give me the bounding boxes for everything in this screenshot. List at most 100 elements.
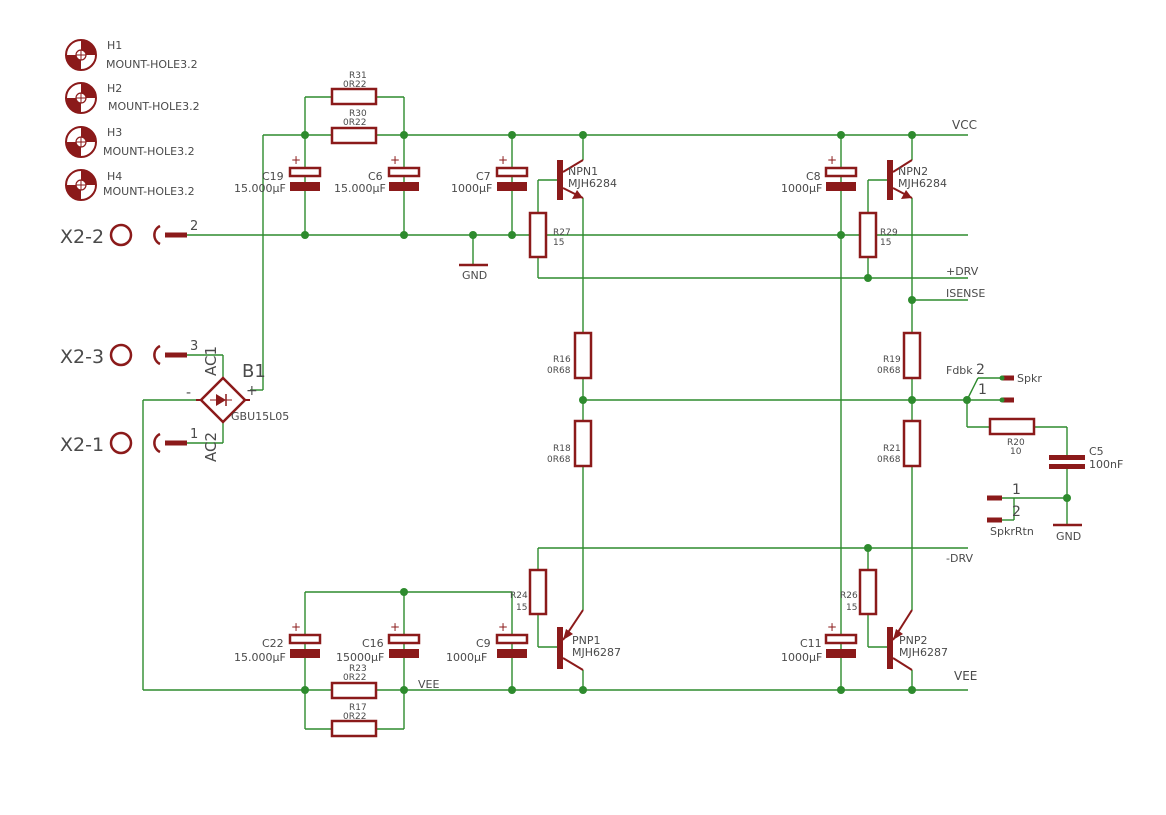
net-labels: VCC +DRV ISENSE -DRV VEE VEE: [418, 118, 985, 691]
net-isense: ISENSE: [946, 287, 985, 300]
b1-plus: +: [246, 383, 258, 399]
spkr-rtn-label: SpkrRtn: [990, 525, 1034, 538]
resistor-r21: R21 0R68: [877, 419, 922, 468]
resistor-r16: R16 0R68: [547, 331, 593, 380]
c11-ref: C11: [800, 637, 822, 650]
r23-value: 0R22: [343, 673, 366, 683]
connector-x2-1: X2-1 1: [60, 427, 198, 456]
capacitor-c19: + C19 15.000µF: [234, 153, 322, 195]
resistor-r24: R24 15: [510, 568, 548, 616]
c8-plus: +: [827, 153, 837, 167]
resistor-r18: R18 0R68: [547, 419, 593, 468]
capacitor-c8: + C8 1000µF: [781, 153, 858, 195]
transistor-pnp2: PNP2 MJH6287: [887, 609, 948, 671]
capacitor-c22: + C22 15.000µF: [234, 620, 322, 664]
h4-ref: H4: [107, 170, 122, 183]
r24-ref: R24: [510, 591, 528, 601]
c5-ref: C5: [1089, 445, 1104, 458]
resistor-r19: R19 0R68: [877, 331, 922, 380]
b1-minus: -: [186, 385, 191, 401]
b1-ac2: AC2: [202, 432, 220, 462]
x2-3-label: X2-3: [60, 346, 104, 368]
r29-value: 15: [880, 238, 891, 248]
net-vcc: VCC: [952, 118, 977, 132]
c7-value: 1000µF: [451, 182, 492, 195]
transistor-npn1: NPN1 MJH6284: [557, 159, 617, 200]
net-vee-left: VEE: [418, 678, 439, 691]
net-vee-right: VEE: [954, 669, 977, 683]
x2-2-label: X2-2: [60, 226, 104, 248]
r17-value: 0R22: [343, 712, 366, 722]
r19-value: 0R68: [877, 366, 901, 376]
c9-value: 1000µF: [446, 651, 487, 664]
c16-value: 15000µF: [336, 651, 384, 664]
resistor-r20: R20 10: [988, 417, 1036, 457]
speaker-return-connector: 1 2 SpkrRtn: [987, 482, 1034, 538]
mount-hole-h3: H3 MOUNT-HOLE3.2: [65, 126, 195, 158]
resistor-r27: R27 15: [528, 211, 571, 259]
r17-ref: R17: [349, 703, 367, 713]
r30-ref: R30: [349, 109, 367, 119]
c19-value: 15.000µF: [234, 182, 286, 195]
r18-value: 0R68: [547, 455, 571, 465]
b1-ac1: AC1: [202, 346, 220, 376]
c6-ref: C6: [368, 170, 383, 183]
b1-ref: B1: [242, 361, 266, 382]
r20-value: 10: [1010, 447, 1022, 457]
speaker-connector: Fdbk 2 1 Spkr: [946, 362, 1042, 403]
spkr-pin2: 2: [976, 362, 985, 378]
r29-ref: R29: [880, 228, 898, 238]
c22-value: 15.000µF: [234, 651, 286, 664]
c7-plus: +: [498, 153, 508, 167]
bridge-rectifier-b1: B1 GBU15L05 AC1 AC2 - +: [186, 346, 289, 462]
resistor-r23: R23 0R22: [330, 664, 378, 700]
r16-value: 0R68: [547, 366, 571, 376]
ground-symbol-mid: GND: [459, 263, 488, 282]
c11-value: 1000µF: [781, 651, 822, 664]
npn2-value: MJH6284: [898, 177, 947, 190]
spkr-rtn-pin2: 2: [1012, 504, 1021, 520]
c7-ref: C7: [476, 170, 491, 183]
c16-plus: +: [390, 620, 400, 634]
junctions: [301, 131, 1071, 694]
r23-ref: R23: [349, 664, 367, 674]
b1-value: GBU15L05: [231, 410, 289, 423]
pnp2-ref: PNP2: [899, 634, 928, 647]
c19-plus: +: [291, 153, 301, 167]
spkr-label: Spkr: [1017, 372, 1042, 385]
c22-plus: +: [291, 620, 301, 634]
capacitor-c16: + C16 15000µF: [336, 620, 421, 664]
c8-ref: C8: [806, 170, 821, 183]
capacitor-c5: C5 100nF: [1049, 445, 1123, 471]
capacitor-c11: + C11 1000µF: [781, 620, 858, 664]
x2-1-pin: 1: [190, 427, 198, 442]
r21-value: 0R68: [877, 455, 901, 465]
net-drv-minus: -DRV: [946, 552, 973, 565]
connector-x2-2: X2-2 2: [60, 219, 198, 248]
r26-ref: R26: [840, 591, 858, 601]
resistor-r29: R29 15: [858, 211, 898, 259]
spkr-rtn-pin1: 1: [1012, 482, 1021, 498]
pnp1-value: MJH6287: [572, 646, 621, 659]
h1-value: MOUNT-HOLE3.2: [106, 58, 198, 71]
c5-value: 100nF: [1089, 458, 1123, 471]
capacitor-c7: + C7 1000µF: [451, 153, 529, 195]
spkr-pin1: 1: [978, 382, 987, 398]
c16-ref: C16: [362, 637, 384, 650]
transistor-pnp1: PNP1 MJH6287: [557, 609, 621, 671]
r26-value: 15: [846, 603, 857, 613]
r30-value: 0R22: [343, 118, 366, 128]
mount-hole-h2: H2 MOUNT-HOLE3.2: [65, 82, 200, 114]
c9-plus: +: [498, 620, 508, 634]
connector-x2-3: X2-3 3: [60, 339, 198, 368]
r21-ref: R21: [883, 444, 901, 454]
transistor-npn2: NPN2 MJH6284: [887, 159, 947, 200]
r18-ref: R18: [553, 444, 571, 454]
h2-ref: H2: [107, 82, 122, 95]
c6-plus: +: [390, 153, 400, 167]
c22-ref: C22: [262, 637, 284, 650]
x2-2-pin: 2: [190, 219, 198, 234]
h4-value: MOUNT-HOLE3.2: [103, 185, 195, 198]
capacitor-c6: + C6 15.000µF: [334, 153, 421, 195]
